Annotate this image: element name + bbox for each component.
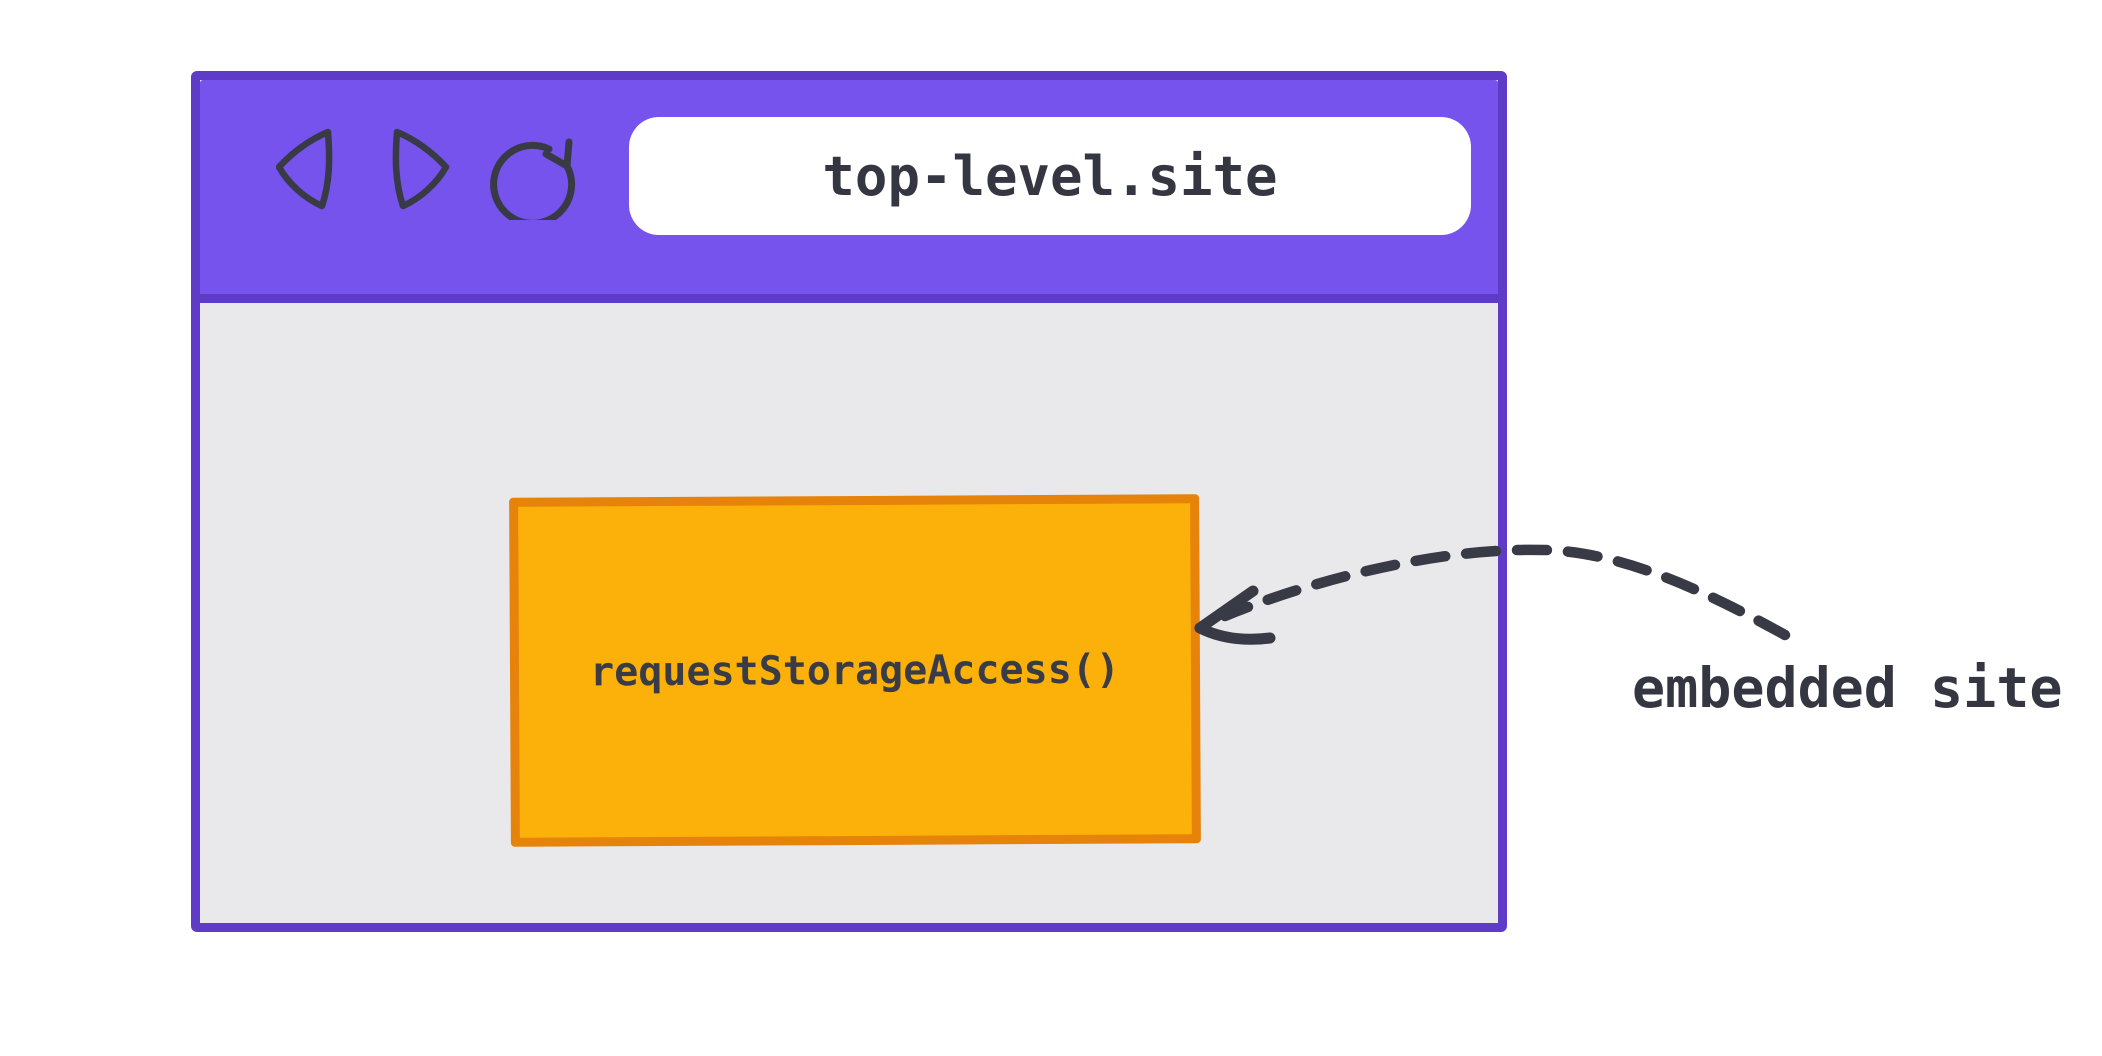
forward-icon[interactable]: [390, 128, 450, 210]
reload-icon[interactable]: [488, 132, 576, 220]
dashed-arrow-icon: [1194, 544, 1791, 645]
embedded-iframe[interactable]: requestStorageAccess(): [509, 494, 1201, 847]
back-icon[interactable]: [276, 128, 334, 210]
browser-window: top-level.site requestStorageAccess(): [191, 71, 1507, 932]
address-bar[interactable]: top-level.site: [629, 117, 1471, 235]
address-bar-url: top-level.site: [822, 144, 1278, 208]
browser-titlebar: top-level.site: [200, 80, 1498, 303]
embedded-site-label: embedded site: [1632, 656, 2063, 720]
embedded-iframe-label: requestStorageAccess(): [589, 646, 1121, 695]
page-content-area: requestStorageAccess(): [200, 312, 1498, 923]
